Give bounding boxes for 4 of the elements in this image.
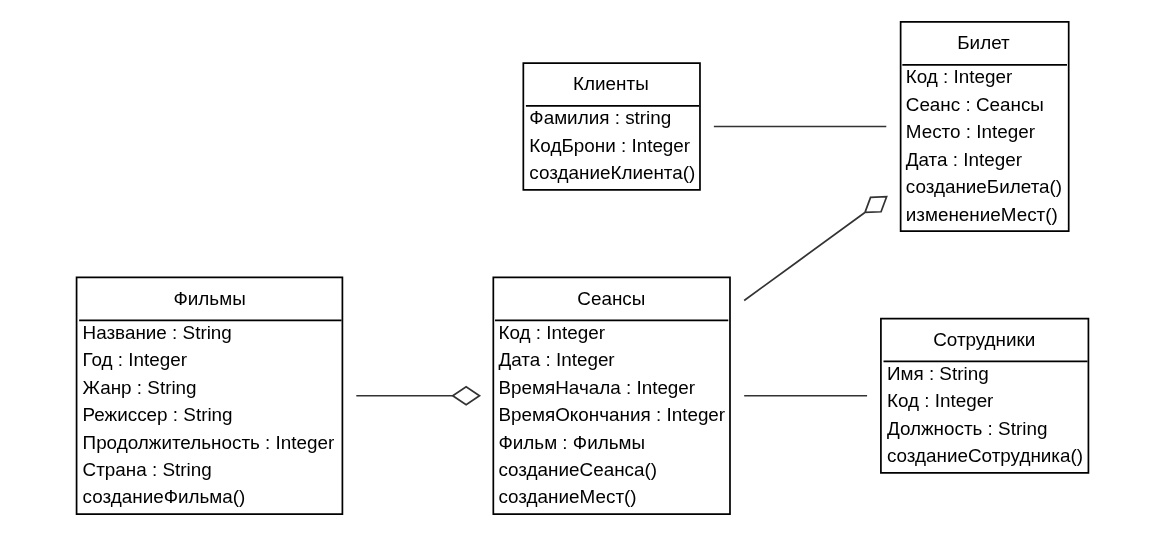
connector bbox=[742, 394, 868, 397]
connector bbox=[354, 385, 481, 406]
connector bbox=[742, 195, 888, 302]
connector bbox=[712, 125, 887, 128]
